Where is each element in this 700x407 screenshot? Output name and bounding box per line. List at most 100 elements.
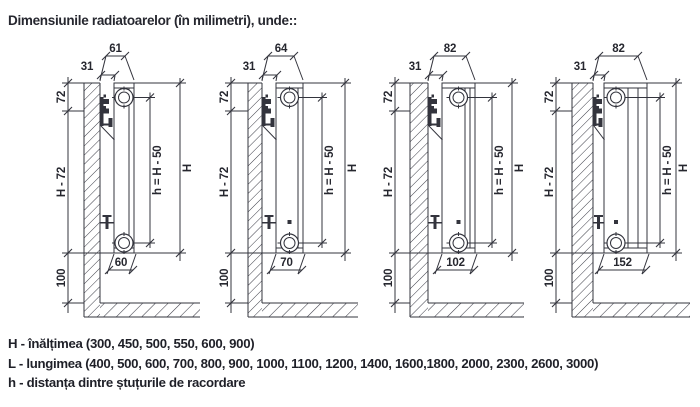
pipe-port-top-inner bbox=[452, 91, 465, 104]
pipe-port-top bbox=[114, 87, 134, 108]
pipe-port-top-inner bbox=[118, 91, 130, 104]
bracket-pin bbox=[265, 106, 268, 109]
dimension-line bbox=[487, 93, 497, 102]
wall-bracket-top bbox=[428, 97, 432, 126]
dim-port-distance-label: h = H - 50 bbox=[324, 146, 336, 195]
bracket-clip bbox=[596, 108, 602, 114]
dim-side-height-label: H - 72 bbox=[383, 167, 395, 197]
dimension-line bbox=[655, 238, 665, 248]
dim-top-depth-label: 82 bbox=[444, 43, 456, 55]
legend-port-distance-line: h - distanța dintre ștuțurile de racorda… bbox=[8, 375, 246, 390]
dimension-line bbox=[551, 298, 561, 308]
wall-hatch bbox=[248, 83, 262, 317]
dim-wall-gap-label: 31 bbox=[574, 61, 587, 73]
dimension-line bbox=[258, 70, 268, 80]
dimension-line bbox=[63, 248, 73, 258]
bracket-clip bbox=[103, 108, 109, 114]
dimension-line bbox=[63, 106, 73, 116]
pipe-port-bottom-inner bbox=[118, 237, 130, 249]
dim-wall-gap-label: 31 bbox=[409, 61, 422, 73]
bracket-foot bbox=[262, 123, 275, 126]
dimension-line bbox=[465, 55, 476, 81]
dim-top-offset-label: 72 bbox=[383, 91, 395, 103]
dimension-line bbox=[441, 75, 444, 82]
bracket-end-clip bbox=[108, 118, 113, 127]
dimension-line bbox=[297, 265, 307, 275]
bracket-clip bbox=[431, 108, 437, 114]
dimension-line bbox=[487, 238, 497, 248]
pipe-port-top-inner bbox=[610, 91, 622, 104]
dimension-line bbox=[340, 78, 350, 88]
legend-length-line: L - lungimea (400, 500, 600, 700, 800, 9… bbox=[8, 355, 599, 371]
dim-floor-clearance-label: 100 bbox=[56, 269, 68, 288]
dim-bottom-depth-label: 70 bbox=[280, 257, 292, 269]
dimension-line bbox=[104, 265, 114, 275]
dim-port-distance-label: h = H - 50 bbox=[152, 146, 164, 195]
dimension-line bbox=[226, 78, 236, 88]
dimension-line bbox=[424, 70, 434, 80]
dimension-line bbox=[145, 93, 155, 102]
bracket-pin bbox=[596, 94, 599, 98]
bracket-cap bbox=[264, 215, 274, 217]
dimension-line bbox=[340, 248, 350, 258]
dim-top-depth-label: 61 bbox=[109, 43, 122, 55]
bracket-cap bbox=[594, 215, 603, 217]
bracket-end-clip bbox=[598, 118, 603, 127]
dim-top-depth-label: 82 bbox=[612, 43, 624, 55]
dim-top-offset-label: 72 bbox=[56, 91, 68, 103]
dimension-line bbox=[261, 75, 264, 82]
dim-height-label: H bbox=[182, 164, 194, 172]
wall-hatch bbox=[572, 83, 593, 317]
dim-top-depth-label: 64 bbox=[275, 43, 288, 55]
dimension-line bbox=[428, 125, 443, 141]
dimension-line bbox=[289, 51, 299, 61]
drain-plug bbox=[287, 220, 292, 224]
dimension-line bbox=[637, 55, 648, 81]
dim-side-height-label: H - 72 bbox=[544, 167, 556, 197]
dimension-line bbox=[96, 70, 106, 80]
dim-wall-gap-label: 31 bbox=[81, 61, 94, 73]
pipe-port-bottom bbox=[114, 233, 134, 253]
dimension-line bbox=[438, 70, 448, 80]
bracket-bar bbox=[105, 215, 109, 229]
dim-side-height-label: H - 72 bbox=[56, 167, 68, 197]
bracket-pin bbox=[103, 106, 106, 109]
dimension-line bbox=[275, 75, 278, 82]
dim-side-height-label: H - 72 bbox=[219, 167, 231, 197]
dim-port-distance-label: h = H - 50 bbox=[494, 146, 506, 195]
dimension-line bbox=[317, 93, 327, 102]
floor-hatch bbox=[428, 303, 524, 317]
dimension-line bbox=[63, 298, 73, 308]
dimension-line bbox=[592, 75, 595, 82]
dimension-line bbox=[263, 51, 273, 61]
dimension-line bbox=[175, 78, 185, 88]
wall-hatch bbox=[410, 83, 428, 317]
drain-plug bbox=[614, 220, 618, 224]
dimension-line bbox=[633, 51, 643, 61]
dimension-line bbox=[124, 55, 135, 81]
bracket-end-clip bbox=[270, 118, 275, 127]
dimension-line bbox=[507, 78, 517, 88]
bracket-bar bbox=[267, 215, 271, 229]
bracket-pin bbox=[265, 94, 268, 98]
dimension-line bbox=[101, 51, 111, 61]
dimension-line bbox=[671, 78, 681, 88]
pipe-port-bottom-inner bbox=[452, 237, 465, 249]
dimension-line bbox=[390, 298, 400, 308]
dimension-line bbox=[641, 265, 651, 275]
dim-height-label: H bbox=[514, 164, 526, 172]
bracket-clip bbox=[265, 99, 271, 104]
bracket-foot bbox=[428, 123, 441, 126]
dim-floor-clearance-label: 100 bbox=[219, 269, 231, 288]
dimension-line bbox=[272, 70, 282, 80]
bracket-foot bbox=[593, 123, 603, 126]
dimension-line bbox=[432, 265, 442, 275]
dimension-line bbox=[226, 298, 236, 308]
dimension-line bbox=[99, 75, 102, 82]
dimension-line bbox=[175, 248, 185, 258]
dimension-line bbox=[120, 51, 130, 61]
